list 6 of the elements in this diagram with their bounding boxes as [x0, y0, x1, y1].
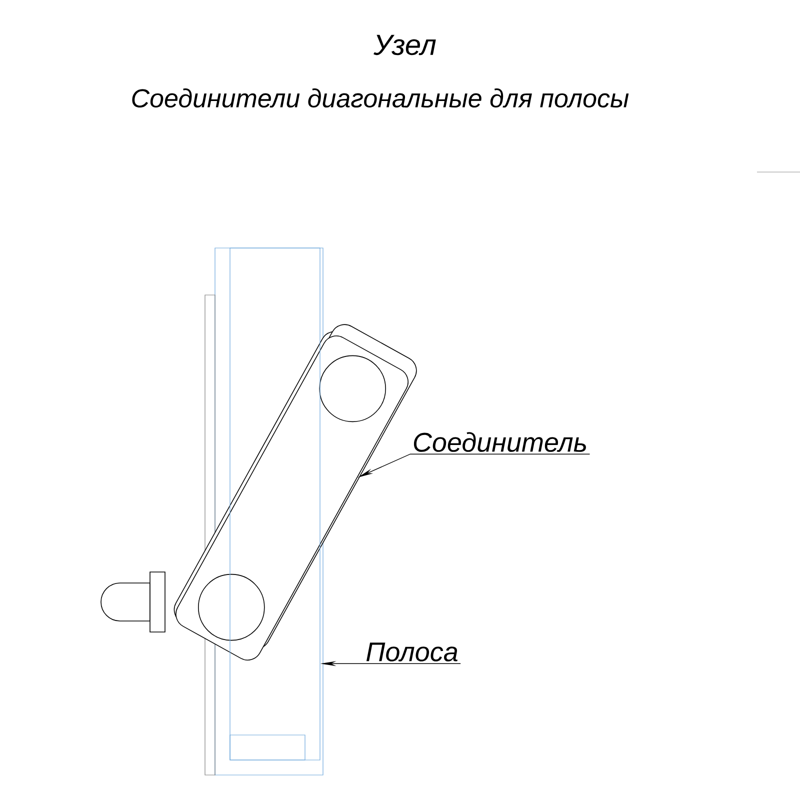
connector-drawing — [198, 355, 386, 641]
subtitle: Соединители диагональные для полосы — [132, 88, 629, 108]
strip-bar — [230, 248, 320, 760]
label-text: Соединитель — [414, 432, 586, 452]
diagram-title: Узел — [374, 34, 436, 56]
label-text: Полоса — [366, 642, 458, 662]
